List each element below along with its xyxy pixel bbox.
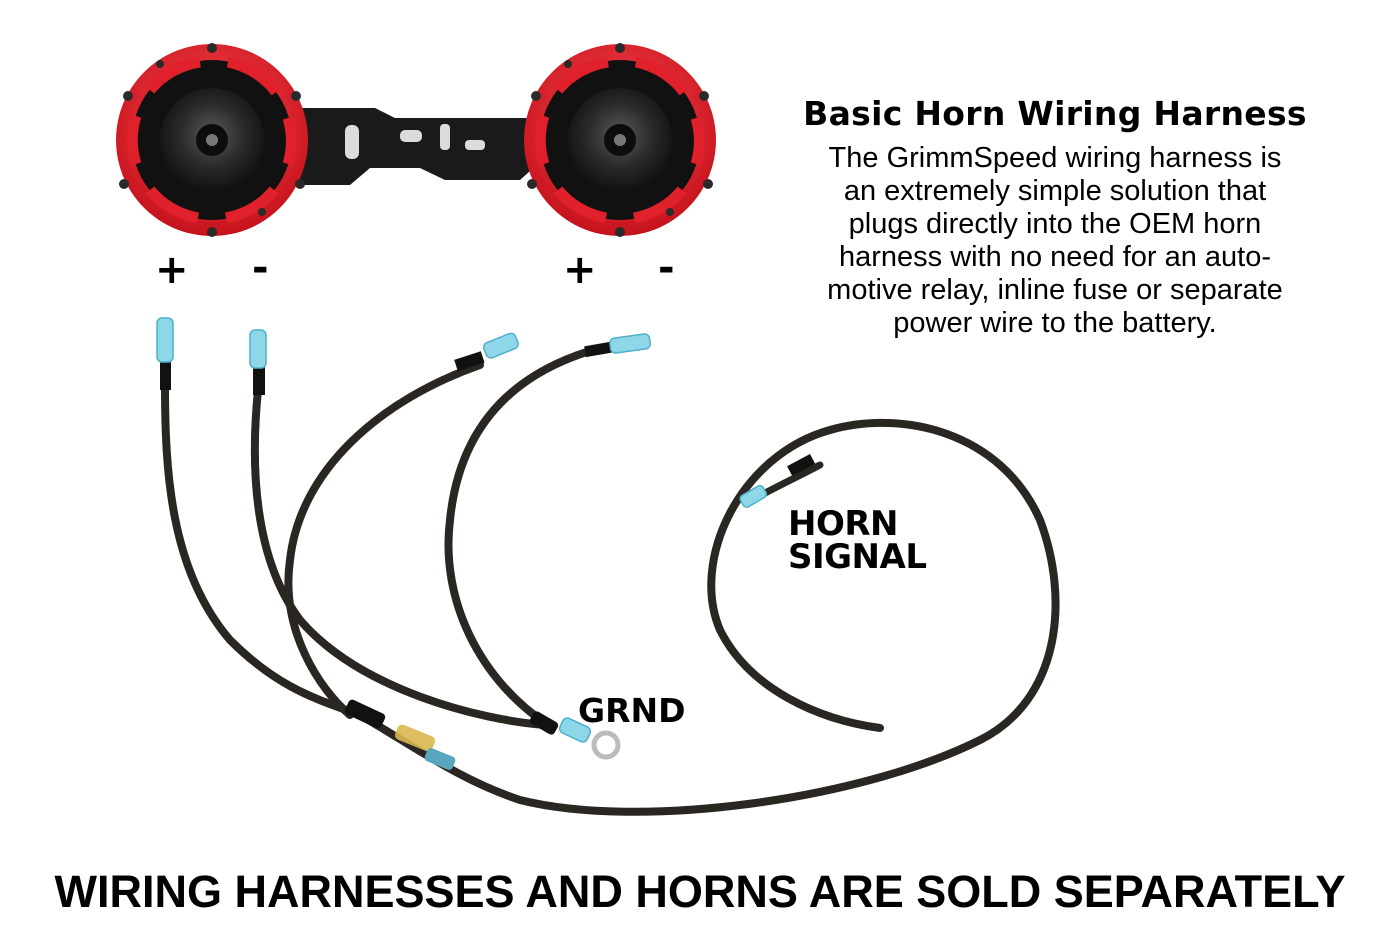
horn-signal-label: HORN SIGNAL <box>788 504 927 577</box>
harness-description: The GrimmSpeed wiring harness is an extr… <box>827 142 1283 339</box>
wiring-harness <box>161 344 1060 816</box>
right-horn <box>524 43 716 237</box>
left-horn-positive-label: + <box>155 247 189 293</box>
right-horn-positive-label: + <box>563 247 597 293</box>
left-horn-negative-label: - <box>252 245 269 291</box>
right-horn-negative-label: - <box>658 245 675 291</box>
sold-separately-notice: WIRING HARNESSES AND HORNS ARE SOLD SEPA… <box>54 866 1346 917</box>
heat-shrink-joints <box>160 341 816 770</box>
left-horn <box>116 43 308 237</box>
connectors <box>156 317 768 760</box>
harness-title: Basic Horn Wiring Harness <box>803 94 1307 133</box>
ground-label: GRND <box>578 691 686 730</box>
mounting-bracket <box>250 108 540 185</box>
